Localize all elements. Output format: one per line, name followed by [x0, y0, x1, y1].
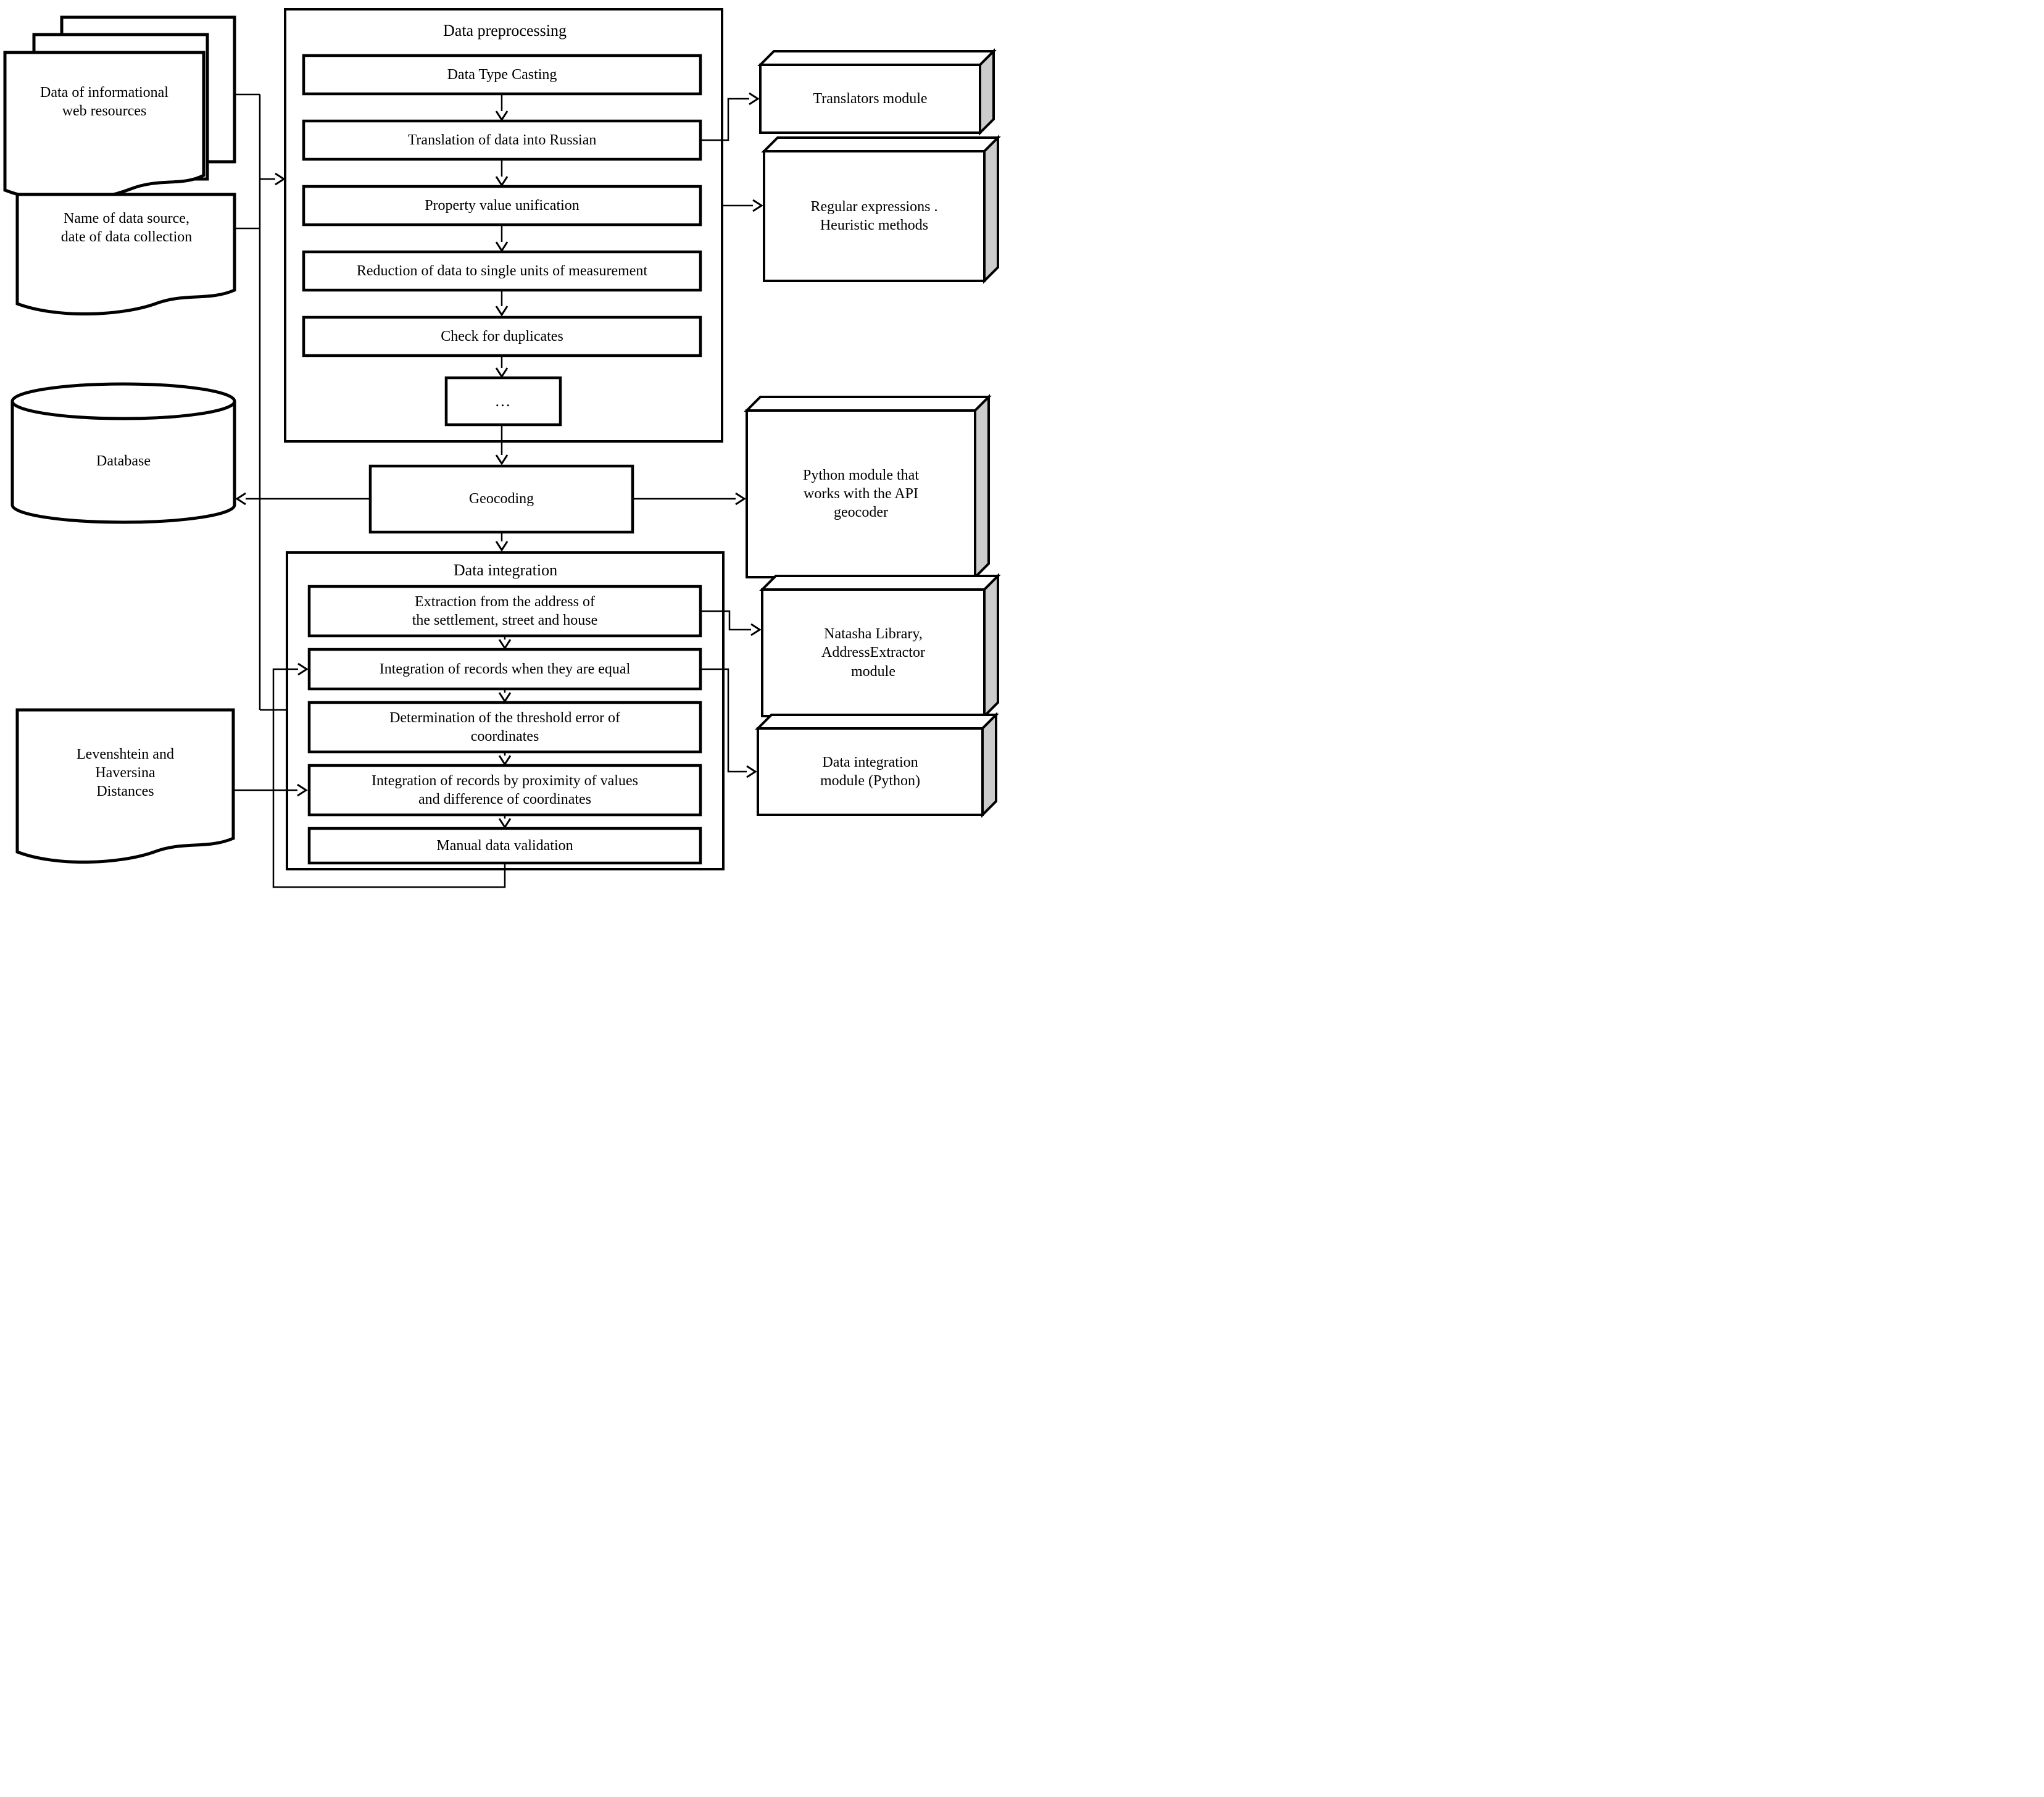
cylinder-body — [10, 401, 236, 524]
connector-preprocessing-steps — [495, 94, 509, 378]
connector-line — [700, 610, 751, 631]
doc-shape — [15, 708, 235, 864]
arrowhead-icon — [735, 492, 746, 506]
arrowhead-icon — [495, 541, 509, 552]
arrowhead-icon — [297, 783, 308, 797]
flowchart-canvas: Data of informational web resources Name… — [0, 0, 1022, 899]
module-front-face — [757, 727, 984, 816]
step-box-threshold — [307, 701, 702, 754]
module-top-face — [761, 136, 1001, 152]
arrowhead-icon — [749, 92, 760, 106]
database-cylinder — [10, 382, 236, 524]
arrowhead-icon — [495, 176, 509, 187]
arrowhead-icon — [498, 755, 512, 766]
connector-feedback-loop — [272, 662, 506, 888]
connector-line — [272, 668, 506, 888]
arrowhead-icon — [495, 241, 509, 252]
module-box-integration-python — [755, 712, 999, 818]
connector-geocoding-to-integration — [495, 532, 509, 552]
connector-levenshtein-to-proximity — [233, 783, 308, 797]
module-front-face — [759, 64, 981, 134]
data-source-doc — [15, 193, 236, 315]
diagram-shapes — [3, 8, 1001, 888]
connector-line — [700, 668, 747, 773]
step-box-manual-validation — [307, 827, 702, 865]
connector-integration-steps — [498, 636, 512, 829]
arrowhead-icon — [495, 454, 509, 465]
step-box-ellipsis — [444, 376, 562, 427]
arrowhead-icon — [495, 367, 509, 378]
arrowhead-icon — [750, 623, 762, 636]
arrowhead-icon — [297, 662, 309, 676]
connector-geocoding-to-database — [235, 492, 370, 506]
module-front-face — [761, 588, 986, 717]
step-box-equal-records — [307, 648, 702, 691]
doc-shape — [15, 193, 236, 315]
module-side-face — [981, 712, 997, 818]
module-side-face — [974, 394, 990, 580]
preprocessing-container — [284, 8, 723, 443]
step-box-reduction — [302, 250, 702, 292]
arrowhead-icon — [498, 639, 512, 650]
geocoding-box — [368, 464, 634, 534]
connector-unification-to-regex — [722, 199, 763, 212]
arrowhead-icon — [746, 765, 757, 778]
connector-sources-trunk — [235, 93, 286, 711]
module-box-python-geocoder — [744, 394, 992, 580]
module-side-face — [983, 573, 999, 719]
arrowhead-icon — [275, 172, 286, 186]
module-top-face — [744, 396, 992, 412]
module-front-face — [763, 150, 986, 282]
module-front-face — [746, 409, 976, 578]
arrowhead-icon — [752, 199, 763, 212]
step-box-translation — [302, 119, 702, 161]
connector-geocoding-to-python-module — [633, 492, 746, 506]
container-border — [284, 8, 723, 443]
arrowhead-icon — [495, 306, 509, 317]
step-box-duplicates — [302, 315, 702, 357]
module-top-face — [755, 714, 999, 730]
connector-line — [700, 98, 749, 141]
module-box-translators — [757, 48, 997, 136]
arrowhead-icon — [235, 492, 246, 506]
connector-preprocessing-to-geocoding — [495, 425, 509, 465]
web-resources-doc — [3, 15, 236, 202]
module-top-face — [757, 50, 997, 66]
step-box-data-type-casting — [302, 54, 702, 96]
cylinder-top — [10, 382, 236, 420]
step-box-proximity — [307, 764, 702, 817]
step-box-unification — [302, 185, 702, 227]
levenshtein-doc — [15, 708, 235, 864]
connector-translation-to-translators — [700, 92, 760, 141]
module-top-face — [759, 575, 1001, 591]
module-box-regex — [761, 135, 1001, 284]
module-side-face — [983, 135, 999, 284]
connector-extraction-to-natasha — [700, 610, 762, 636]
arrowhead-icon — [498, 818, 512, 829]
doc-page-front — [3, 51, 206, 202]
geocoding-border — [368, 464, 634, 534]
step-box-extraction — [307, 585, 702, 638]
arrowhead-icon — [498, 692, 512, 703]
module-box-natasha — [759, 573, 1001, 719]
module-side-face — [979, 48, 995, 136]
arrowhead-icon — [495, 110, 509, 122]
integration-container — [286, 551, 725, 870]
connector-equal-to-integration-module — [700, 668, 757, 778]
